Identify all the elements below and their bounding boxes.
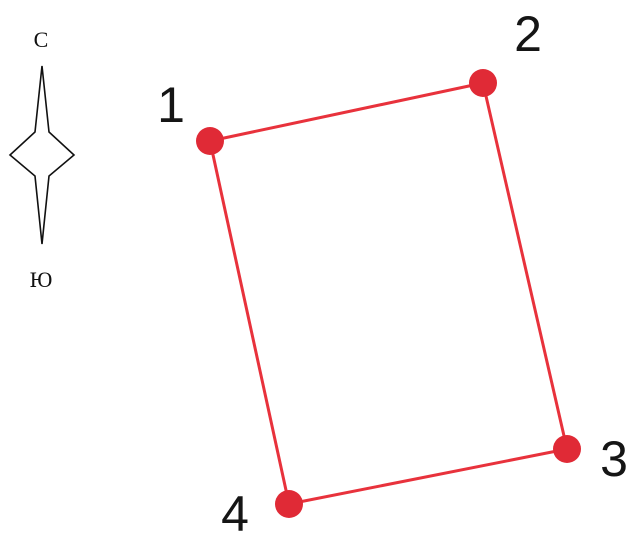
corner-point-4	[275, 490, 303, 518]
south-label: Ю	[30, 267, 53, 292]
plot-corner-labels: 1 2 3 4	[157, 6, 628, 540]
plot-corner-points	[196, 69, 581, 518]
plot-boundary	[208, 81, 569, 506]
north-label: С	[34, 27, 49, 52]
corner-label-4: 4	[221, 486, 249, 540]
corner-label-1: 1	[157, 77, 185, 133]
corner-point-3	[553, 435, 581, 463]
corner-label-3: 3	[600, 431, 628, 487]
corner-point-2	[469, 69, 497, 97]
corner-point-1	[196, 127, 224, 155]
compass-needle-icon	[8, 65, 76, 245]
compass-rose: С Ю	[8, 27, 76, 292]
corner-label-2: 2	[514, 6, 542, 62]
